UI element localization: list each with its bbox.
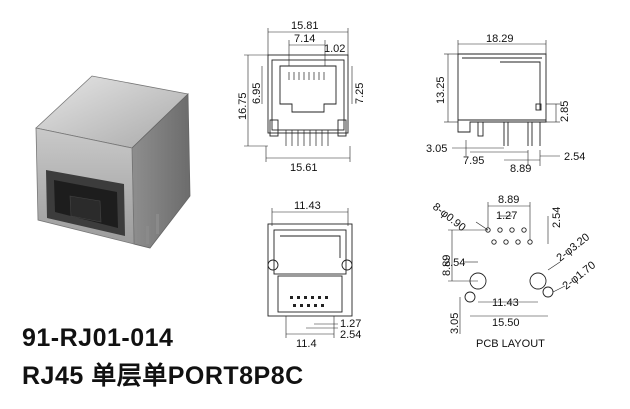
pcb-layout-dims: 8-φ0.90 8.89 1.27 2.54 8.89 2.54 2-φ3.20…	[430, 194, 598, 350]
pcb-layout-title: PCB LAYOUT	[476, 338, 545, 350]
dim-pcb-post-spacing: 11.43	[492, 297, 519, 309]
dim-front-opening: 7.14	[294, 33, 315, 45]
front-view-dims: 15.81 7.14 1.02 16.75 6.95 7.25 15.61	[237, 20, 366, 174]
dim-bottom-pitch-small: 1.27	[340, 318, 361, 330]
part-number: 91-RJ01-014	[22, 324, 174, 352]
dim-front-base: 15.61	[290, 162, 318, 174]
dim-pcb-post-depth: 3.05	[449, 313, 461, 334]
dim-pcb-large-holes: 2-φ3.20	[554, 231, 592, 264]
dim-side-length: 18.29	[486, 33, 514, 45]
product-description: RJ45 单层单PORT8P8C	[22, 362, 304, 390]
dim-side-rear-pin: 8.89	[510, 163, 531, 175]
dim-front-opening-h-right: 7.25	[354, 83, 366, 104]
dim-bottom-pitch: 2.54	[340, 329, 361, 341]
dim-bottom-span: 11.4	[296, 338, 317, 350]
dim-pcb-row-span: 8.89	[498, 194, 519, 206]
dim-side-small-height: 2.85	[559, 101, 571, 122]
dim-pcb-row-offset: 2.54	[551, 207, 563, 228]
dim-front-small: 1.02	[324, 43, 345, 55]
dim-pcb-outer-spacing: 15.50	[492, 317, 520, 329]
pcb-layout-drawing	[448, 202, 566, 334]
dim-side-height: 13.25	[435, 76, 447, 104]
dim-front-height: 16.75	[237, 92, 249, 120]
product-photo	[35, 75, 191, 249]
dim-pcb-small-holes: 2-φ1.70	[560, 259, 598, 292]
bottom-view-dims: 11.43 1.27 2.54 11.4	[294, 200, 361, 350]
front-view-drawing	[244, 28, 353, 162]
dim-side-pin-spacing: 7.95	[463, 155, 484, 167]
dim-pcb-post-offset: 2.54	[444, 257, 465, 269]
side-view-drawing	[444, 40, 560, 166]
dim-front-opening-h-left: 6.95	[251, 83, 263, 104]
dim-side-pin-offset: 3.05	[426, 143, 447, 155]
dim-pcb-pitch-small: 1.27	[496, 210, 517, 222]
dim-bottom-post-spacing: 11.43	[294, 200, 321, 212]
bottom-view-drawing	[267, 208, 353, 338]
side-view-dims: 18.29 13.25 2.85 3.05 7.95 2.54 8.89	[426, 33, 585, 175]
dim-pcb-holes: 8-φ0.90	[430, 201, 468, 234]
dim-pcb-vertical: 8.89	[441, 255, 453, 276]
dim-front-width: 15.81	[291, 20, 319, 32]
dim-side-pin-pitch: 2.54	[564, 151, 585, 163]
